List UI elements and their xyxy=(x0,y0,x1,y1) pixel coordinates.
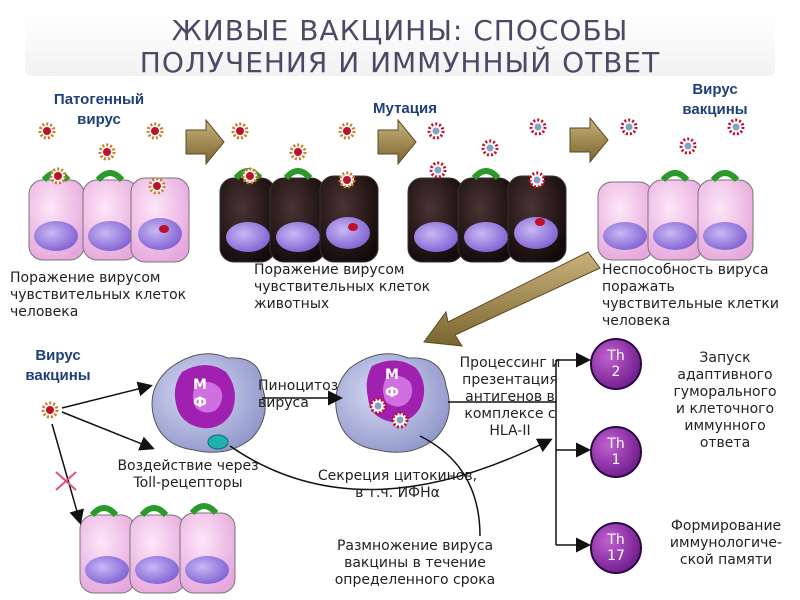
human-cells-group-1 xyxy=(28,170,190,263)
arrow-virus-to-cells xyxy=(51,423,84,525)
th2-label: Th 2 xyxy=(607,348,625,380)
caption-memory: Формирование иммунологиче- ской памяти xyxy=(669,518,783,568)
cytokine-curve xyxy=(229,438,553,491)
animal-cell xyxy=(407,177,464,263)
pathogenic-virus-particles xyxy=(38,122,356,195)
th1-cell: Th 1 xyxy=(590,426,642,478)
slide-title-line-1: ЖИВЫЕ ВАКЦИНЫ: СПОСОБЫ xyxy=(171,14,629,47)
th17-label: Th 17 xyxy=(607,532,625,564)
process-arrow xyxy=(569,116,609,164)
th1-label: Th 1 xyxy=(607,436,625,468)
caption-cytokines: Секреция цитокинов, в т.ч. ИФНα xyxy=(317,468,478,501)
vaccine-virus-icon xyxy=(481,139,499,157)
caption-adaptive: Запуск адаптивного гуморального и клеточ… xyxy=(673,350,777,451)
vaccine-virus-icon xyxy=(679,137,697,155)
human-cell-infected xyxy=(130,177,190,263)
macrophage-label-2: М Ф xyxy=(385,367,399,401)
replication-curve xyxy=(419,435,481,537)
th17-cell: Th 17 xyxy=(590,522,642,574)
vaccine-virus-icon xyxy=(429,161,447,179)
vaccine-virus-particles xyxy=(427,118,745,189)
human-cell xyxy=(179,503,236,594)
animal-cells-group-1 xyxy=(219,168,379,263)
macrophage-label-1: М Ф xyxy=(193,377,207,411)
animal-cell-infected xyxy=(507,175,567,263)
vaccine-virus-icon xyxy=(620,118,638,136)
animal-cell xyxy=(457,168,514,263)
process-arrow xyxy=(185,118,225,166)
animal-cell xyxy=(219,168,276,263)
diagonal-arrow xyxy=(423,251,601,347)
caption-inability: Неспособность вируса поражать чувствител… xyxy=(602,262,779,329)
process-arrow xyxy=(377,118,417,166)
human-cell xyxy=(597,181,654,261)
blocked-x-icon xyxy=(55,471,77,491)
vaccine-virus-icon xyxy=(528,171,546,189)
human-cell xyxy=(697,170,754,261)
title-bar xyxy=(25,14,775,76)
connector-arrows xyxy=(51,352,591,553)
caption-pinocytosis: Пиноцитоз вируса xyxy=(258,378,339,411)
caption-toll: Воздействие через Toll-рецепторы xyxy=(117,458,259,491)
virus-icon xyxy=(338,122,356,140)
header-pathogenic-virus: Патогенный вирус xyxy=(53,91,145,128)
arrow-virus-to-toll xyxy=(61,411,155,451)
human-cell xyxy=(28,170,85,261)
vaccine-virus-icon xyxy=(41,401,59,419)
animal-cell-infected xyxy=(319,175,379,263)
human-cell xyxy=(647,170,704,261)
vaccine-virus-icon xyxy=(727,118,745,136)
th2-cell: Th 2 xyxy=(590,338,642,390)
virus-icon xyxy=(98,143,116,161)
virus-icon xyxy=(241,167,259,185)
macrophage-1 xyxy=(151,353,266,453)
human-cells-group-2 xyxy=(597,170,754,261)
virus-icon xyxy=(148,177,166,195)
caption-human-damage: Поражение вирусом чувствительных клеток … xyxy=(10,270,187,320)
animal-cell xyxy=(269,168,326,263)
macrophage-2 xyxy=(335,353,450,453)
vaccine-virus-icon xyxy=(529,118,547,136)
virus-icon xyxy=(338,171,356,189)
virus-icon xyxy=(38,122,56,140)
virus-icon xyxy=(49,167,67,185)
human-cells-group-3 xyxy=(79,503,236,594)
virus-icon xyxy=(146,122,164,140)
human-cell xyxy=(79,505,136,594)
vaccine-virus-icon xyxy=(427,122,445,140)
human-cell xyxy=(129,505,186,594)
slide-title-line-2: ПОЛУЧЕНИЯ И ИММУННЫЙ ОТВЕТ xyxy=(139,46,661,79)
human-cell xyxy=(82,170,139,261)
header-vaccine-virus-top: Вирус вакцины xyxy=(682,81,748,118)
virus-icon xyxy=(289,143,307,161)
virus-icon xyxy=(231,122,249,140)
caption-processing: Процессинг и презентация антигенов в ком… xyxy=(459,355,561,439)
header-vaccine-virus-left: Вирус вакцины xyxy=(25,347,91,384)
header-mutation: Мутация xyxy=(373,100,437,117)
caption-animal-damage: Поражение вирусом чувствительных клеток … xyxy=(254,262,431,312)
caption-replication: Размножение вируса вакцины в течение опр… xyxy=(334,538,496,588)
arrow-virus-to-mf xyxy=(61,381,153,409)
animal-cells-group-2 xyxy=(407,168,567,263)
